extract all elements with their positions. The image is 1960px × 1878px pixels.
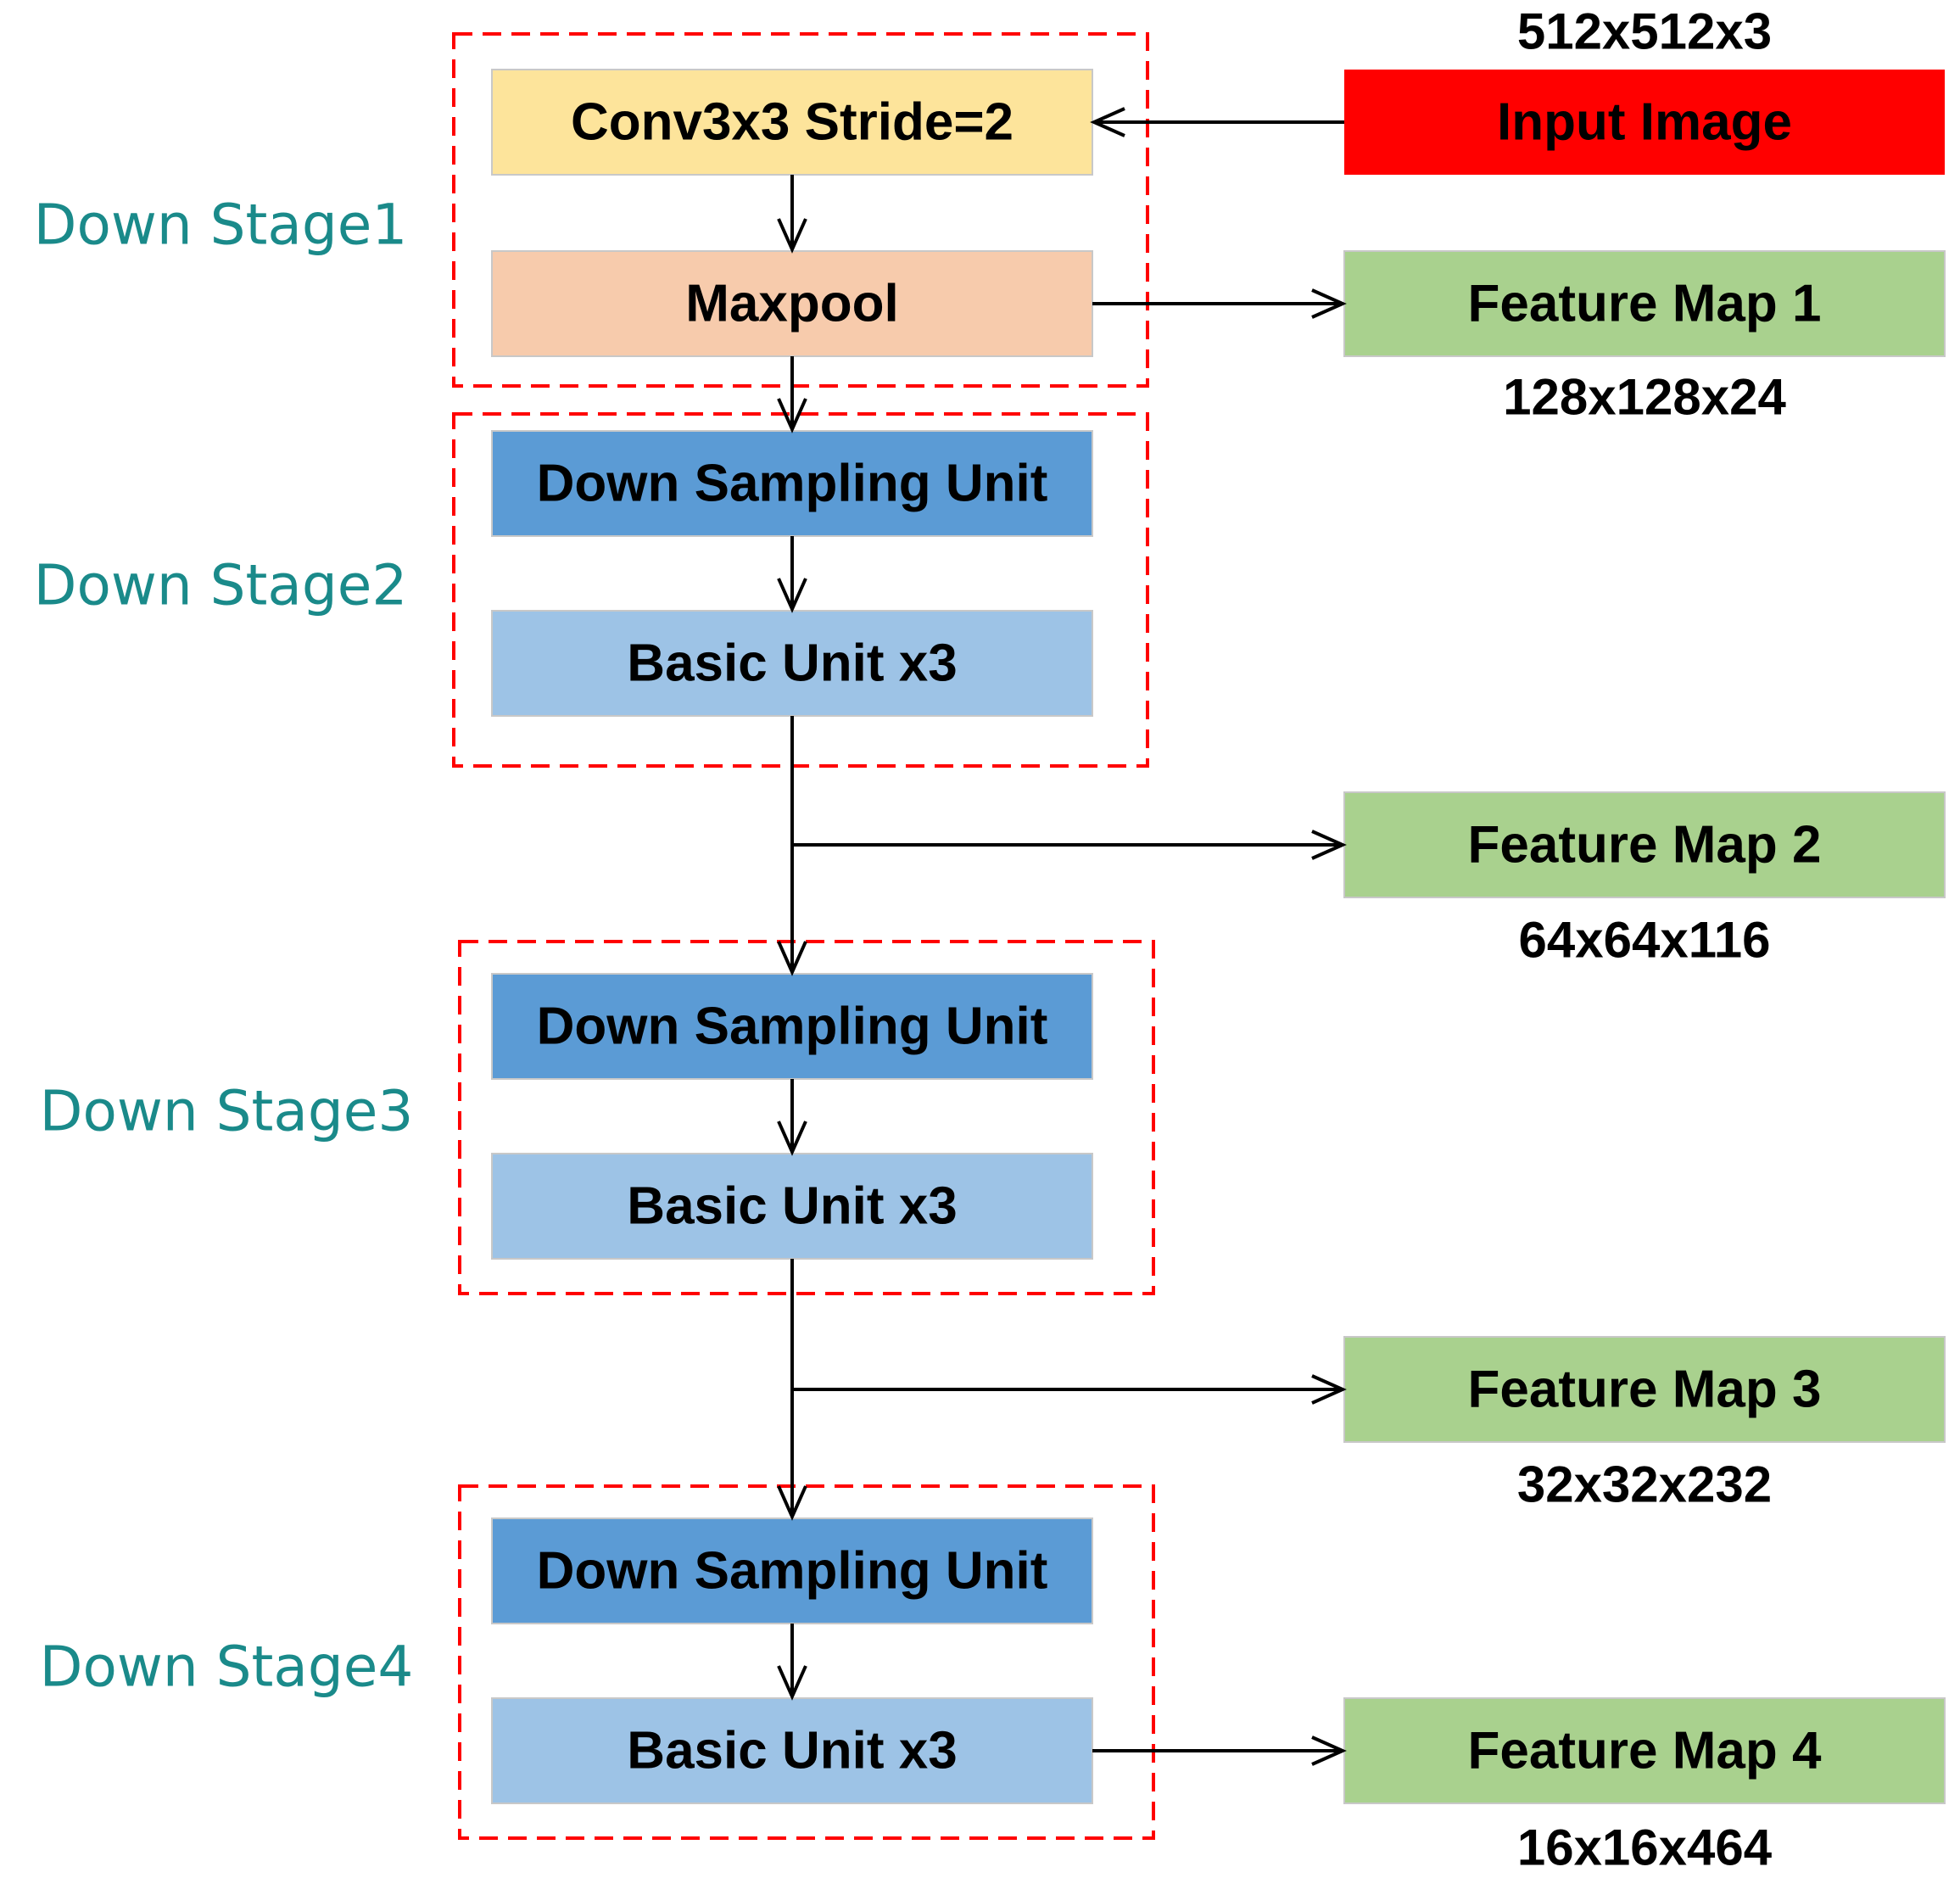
conv-block-label: Conv3x3 Stride=2	[571, 93, 1014, 152]
stage-2-basic-unit-block	[491, 610, 1093, 717]
stage-4-basic-unit-block	[491, 1697, 1093, 1804]
stage-3-basic-unit-label: Basic Unit x3	[627, 1177, 957, 1236]
input-image-block	[1344, 70, 1945, 175]
stage-2-down-sampling-label: Down Sampling Unit	[537, 455, 1048, 513]
feature-map-4-block	[1343, 1697, 1946, 1804]
stage-3-down-sampling-block	[491, 973, 1093, 1080]
feature-map-2-size: 64x64x116	[1518, 912, 1770, 969]
feature-map-1-size: 128x128x24	[1503, 369, 1786, 426]
stage-3-basic-unit-block	[491, 1153, 1093, 1260]
feature-map-1-block	[1343, 250, 1946, 357]
feature-map-3-size: 32x32x232	[1517, 1456, 1772, 1513]
maxpool-block-label: Maxpool	[685, 275, 898, 333]
input-image-size: 512x512x3	[1517, 3, 1772, 60]
feature-map-3-label: Feature Map 3	[1468, 1361, 1822, 1419]
stage-2-down-sampling-block	[491, 430, 1093, 537]
feature-map-3-block	[1343, 1336, 1946, 1443]
stage-2-basic-unit-label: Basic Unit x3	[627, 634, 957, 693]
stage-1-label: Down Stage1	[34, 193, 408, 258]
conv-block	[491, 69, 1093, 176]
feature-map-4-size: 16x16x464	[1517, 1819, 1773, 1876]
stage-4-down-sampling-label: Down Sampling Unit	[537, 1542, 1048, 1601]
input-image-label: Input Image	[1497, 93, 1792, 152]
stage-1-box	[452, 32, 1149, 388]
stage-2-label: Down Stage2	[34, 553, 408, 618]
feature-map-2-label: Feature Map 2	[1468, 816, 1822, 875]
feature-map-4-label: Feature Map 4	[1468, 1722, 1822, 1780]
stage-4-down-sampling-block	[491, 1517, 1093, 1624]
stage-3-down-sampling-label: Down Sampling Unit	[537, 998, 1048, 1056]
stage-4-label: Down Stage4	[40, 1635, 414, 1700]
stage-3-label: Down Stage3	[40, 1079, 414, 1144]
stage-4-basic-unit-label: Basic Unit x3	[627, 1722, 957, 1780]
feature-map-1-label: Feature Map 1	[1468, 275, 1822, 333]
